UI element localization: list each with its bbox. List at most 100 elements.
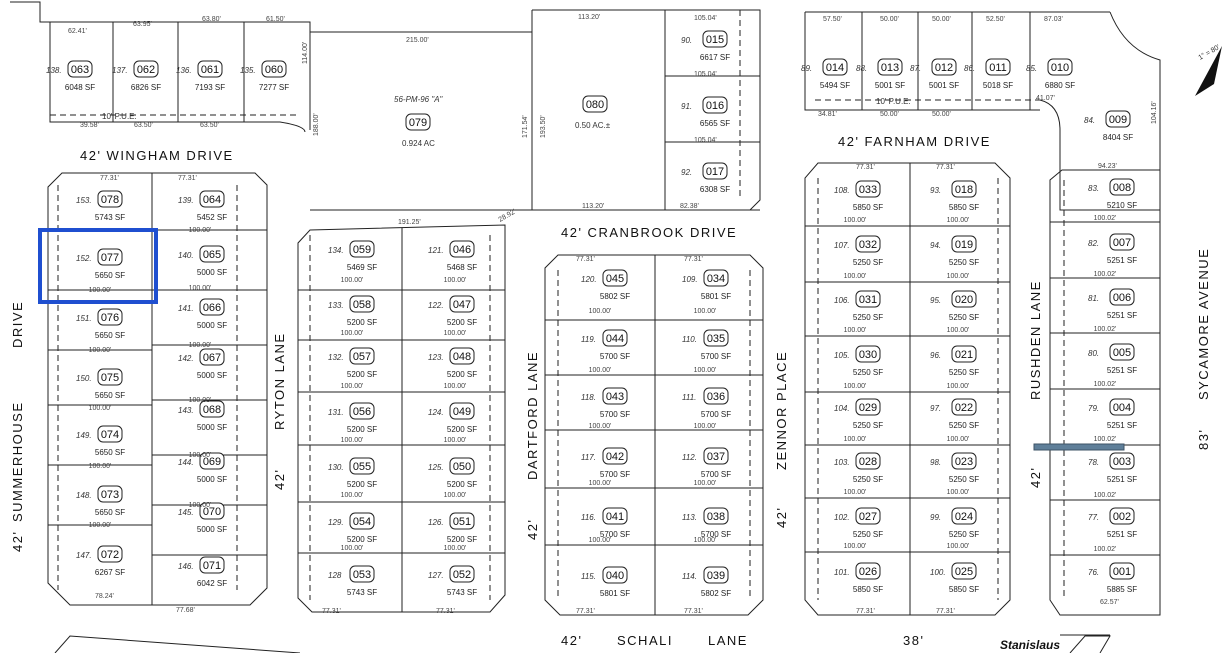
apn-badge[interactable] <box>951 180 977 198</box>
apn-badge[interactable] <box>855 507 881 525</box>
apn-badge[interactable] <box>449 347 475 365</box>
dimension-label: 100.00' <box>947 217 970 224</box>
apn-badge[interactable] <box>349 402 375 420</box>
lot-area: 5850 SF <box>853 585 883 594</box>
road-zennor-width: 42' <box>774 507 789 528</box>
lot-area: 5250 SF <box>853 258 883 267</box>
apn-badge[interactable] <box>855 290 881 308</box>
apn-badge[interactable] <box>985 58 1011 76</box>
apn-badge[interactable] <box>97 248 123 266</box>
apn-badge[interactable] <box>97 545 123 563</box>
apn-badge[interactable] <box>1109 233 1135 251</box>
apn-badge[interactable] <box>602 387 628 405</box>
apn-badge[interactable] <box>855 235 881 253</box>
selected-parcel-highlight[interactable] <box>38 228 158 304</box>
note-acreage-080: 0.50 AC.± <box>575 121 611 130</box>
apn-badge[interactable] <box>197 60 223 78</box>
svg-text:77.31': 77.31' <box>936 164 955 171</box>
apn-badge[interactable] <box>703 566 729 584</box>
apn-badge[interactable] <box>1109 343 1135 361</box>
apn-badge[interactable] <box>261 60 287 78</box>
apn-badge[interactable] <box>97 368 123 386</box>
apn-badge[interactable] <box>602 329 628 347</box>
apn-badge[interactable] <box>951 345 977 363</box>
apn-badge[interactable] <box>199 298 225 316</box>
apn-number: 039 <box>707 570 725 582</box>
dimension-label: 100.00' <box>947 273 970 280</box>
apn-badge[interactable] <box>199 502 225 520</box>
apn-badge[interactable] <box>97 425 123 443</box>
apn-badge[interactable] <box>855 180 881 198</box>
apn-badge[interactable] <box>855 452 881 470</box>
apn-badge[interactable] <box>349 512 375 530</box>
apn-badge[interactable] <box>951 507 977 525</box>
apn-badge[interactable] <box>199 348 225 366</box>
apn-badge[interactable] <box>855 345 881 363</box>
dimension-label: 100.00' <box>89 405 112 412</box>
svg-text:77.31': 77.31' <box>576 608 595 615</box>
apn-badge[interactable] <box>703 507 729 525</box>
apn-badge[interactable] <box>702 96 728 114</box>
apn-badge[interactable] <box>951 235 977 253</box>
apn-badge[interactable] <box>602 269 628 287</box>
apn-badge[interactable] <box>931 58 957 76</box>
apn-badge[interactable] <box>199 400 225 418</box>
apn-badge[interactable] <box>855 398 881 416</box>
apn-badge[interactable] <box>133 60 159 78</box>
apn-badge[interactable] <box>449 240 475 258</box>
apn-badge[interactable] <box>602 507 628 525</box>
apn-badge[interactable] <box>951 452 977 470</box>
lot-area: 5200 SF <box>347 480 377 489</box>
apn-badge[interactable] <box>199 452 225 470</box>
apn-badge[interactable] <box>199 190 225 208</box>
dimension-label: 100.00' <box>444 545 467 552</box>
apn-badge[interactable] <box>1109 562 1135 580</box>
lot-area: 5650 SF <box>95 331 125 340</box>
apn-badge[interactable] <box>449 457 475 475</box>
apn-badge[interactable] <box>1047 58 1073 76</box>
apn-badge[interactable] <box>449 512 475 530</box>
apn-badge[interactable] <box>1109 398 1135 416</box>
apn-badge[interactable] <box>703 447 729 465</box>
apn-badge[interactable] <box>97 190 123 208</box>
apn-badge[interactable] <box>199 556 225 574</box>
dimension-label: 100.00' <box>947 383 970 390</box>
apn-badge[interactable] <box>349 457 375 475</box>
apn-badge[interactable] <box>449 402 475 420</box>
apn-badge[interactable] <box>97 308 123 326</box>
apn-badge[interactable] <box>855 562 881 580</box>
apn-badge[interactable] <box>1109 452 1135 470</box>
apn-badge[interactable] <box>1105 110 1131 128</box>
apn-badge[interactable] <box>703 387 729 405</box>
apn-badge[interactable] <box>349 347 375 365</box>
apn-badge[interactable] <box>349 295 375 313</box>
apn-number: 003 <box>1113 456 1131 468</box>
apn-badge[interactable] <box>405 113 431 131</box>
apn-badge[interactable] <box>1109 507 1135 525</box>
apn-badge[interactable] <box>1109 288 1135 306</box>
lot-number: 137. <box>112 66 128 75</box>
apn-badge[interactable] <box>703 329 729 347</box>
dimension-label: 100.02' <box>1094 492 1117 499</box>
apn-badge[interactable] <box>822 58 848 76</box>
apn-badge[interactable] <box>877 58 903 76</box>
apn-badge[interactable] <box>449 295 475 313</box>
apn-badge[interactable] <box>702 162 728 180</box>
apn-number: 017 <box>706 166 724 178</box>
apn-badge[interactable] <box>449 565 475 583</box>
apn-badge[interactable] <box>702 30 728 48</box>
apn-badge[interactable] <box>199 245 225 263</box>
apn-badge[interactable] <box>67 60 93 78</box>
apn-badge[interactable] <box>97 485 123 503</box>
apn-badge[interactable] <box>602 447 628 465</box>
location-marker-bar[interactable] <box>1033 443 1125 451</box>
apn-badge[interactable] <box>703 269 729 287</box>
apn-badge[interactable] <box>1109 178 1135 196</box>
apn-badge[interactable] <box>349 240 375 258</box>
apn-badge[interactable] <box>349 565 375 583</box>
apn-badge[interactable] <box>951 398 977 416</box>
apn-badge[interactable] <box>602 566 628 584</box>
apn-badge[interactable] <box>582 95 608 113</box>
apn-badge[interactable] <box>951 290 977 308</box>
apn-badge[interactable] <box>951 562 977 580</box>
